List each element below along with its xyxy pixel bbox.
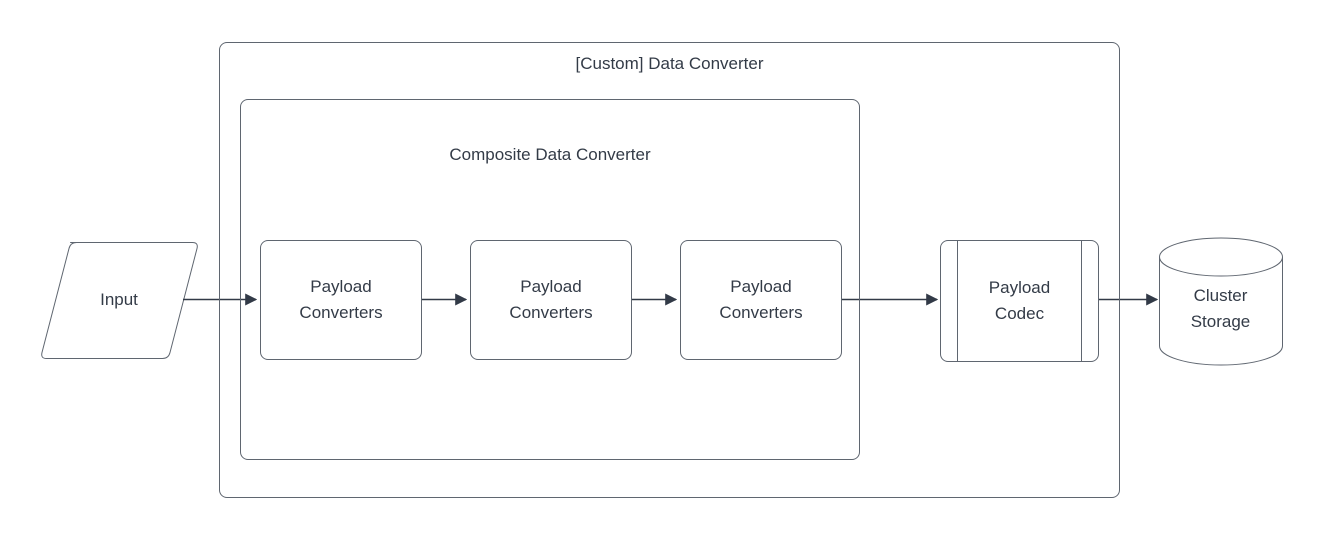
payload-converter-3-label: Payload Converters [719,277,803,322]
cluster-storage-label: Cluster Storage [1190,285,1251,331]
payload-converter-node-3: Payload Converters [680,240,842,360]
composite-data-converter-title: Composite Data Converter [449,145,651,164]
payload-converter-1-label: Payload Converters [299,277,383,322]
payload-converter-node-1: Payload Converters [260,240,422,360]
input-node-label: Input [100,290,138,309]
custom-data-converter-container: [Custom] Data Converter Composite Data C… [219,42,1120,498]
codec-right-bar [1081,241,1082,361]
codec-left-bar [957,241,958,361]
custom-data-converter-title: [Custom] Data Converter [575,54,764,73]
payload-codec-label: Payload Codec [988,278,1051,323]
payload-converter-node-2: Payload Converters [470,240,632,360]
composite-data-converter-container: Composite Data Converter Payload Convert… [240,99,860,460]
input-parallelogram-shape [41,242,198,359]
cylinder-top-shape [1159,237,1283,277]
payload-converter-2-label: Payload Converters [509,277,593,322]
payload-codec-node: Payload Codec [940,240,1099,362]
cylinder-body-shape [1159,257,1283,366]
